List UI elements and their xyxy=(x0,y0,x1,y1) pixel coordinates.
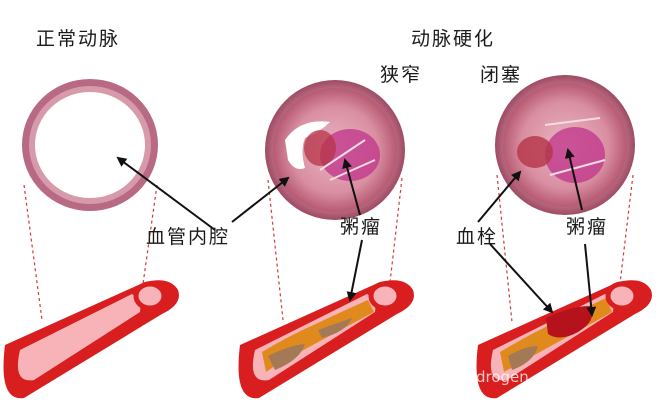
atheroma-arrow-upper xyxy=(342,158,361,216)
normal-vessel xyxy=(3,280,179,399)
atherosclerosis-label: 动脉硬化 xyxy=(411,28,496,50)
thrombus-arrow-upper xyxy=(477,170,522,223)
watermark: drogen xyxy=(476,368,529,386)
normal-artery-label: 正常动脉 xyxy=(36,28,121,50)
stenosis-cross-section xyxy=(265,80,405,220)
occlusion-label: 闭塞 xyxy=(480,64,523,86)
lumen-arrow-normal xyxy=(116,156,216,231)
atheroma2-arrow-lower xyxy=(584,243,597,317)
stenosis-vessel xyxy=(238,280,414,399)
atheroma-label-2: 粥瘤 xyxy=(566,216,609,238)
atheroma2-arrow-upper xyxy=(564,148,583,211)
lumen-arrow-stenosis xyxy=(231,176,290,223)
occlusion-vessel xyxy=(476,280,652,399)
atheroma-arrow-lower xyxy=(346,239,363,302)
thrombus-label: 血栓 xyxy=(456,226,499,248)
occlusion-cross-section xyxy=(495,75,635,215)
projection-lines xyxy=(23,174,634,323)
lumen-label: 血管内腔 xyxy=(146,226,231,248)
stenosis-label: 狭窄 xyxy=(380,64,423,86)
atheroma-label-1: 粥瘤 xyxy=(340,216,383,238)
normal-artery-cross-section xyxy=(22,79,158,211)
callout-arrows xyxy=(116,148,597,317)
thrombus-arrow-lower xyxy=(489,243,554,314)
